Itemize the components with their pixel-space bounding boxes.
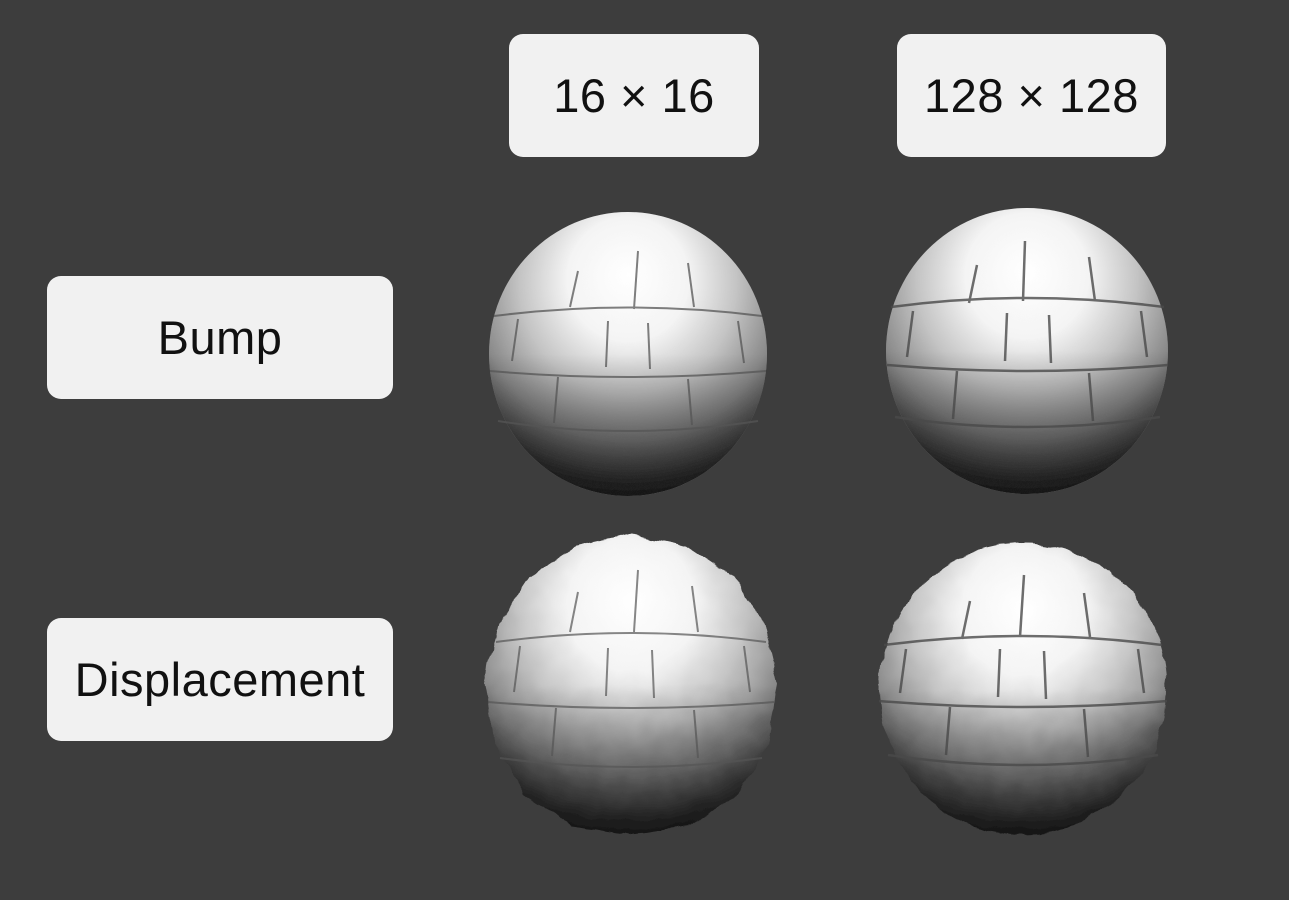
bump-sphere-128-icon [885,207,1170,495]
displacement-sphere-128-icon [876,541,1170,837]
column-header-16x16: 16 × 16 [509,34,759,157]
column-header-128x128: 128 × 128 [897,34,1166,157]
row-header-bump: Bump [47,276,393,399]
displacement-sphere-16-icon [482,532,780,836]
column-header-label: 128 × 128 [924,69,1139,122]
row-header-displacement: Displacement [47,618,393,741]
row-header-label: Bump [157,311,283,364]
bump-sphere-16-icon [488,211,768,497]
column-header-label: 16 × 16 [553,69,715,122]
row-header-label: Displacement [74,653,366,706]
